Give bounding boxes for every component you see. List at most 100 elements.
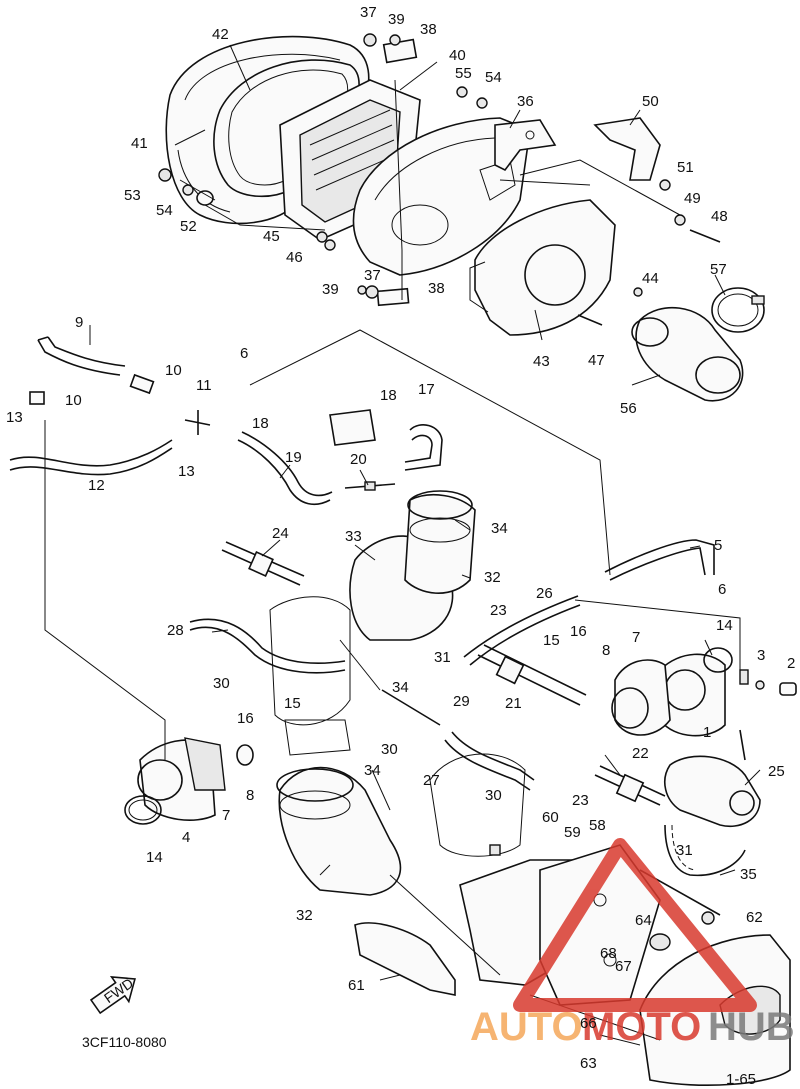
callout-18a: 18 [380,387,397,404]
grommet-64 [649,933,671,951]
callout-51: 51 [677,159,694,176]
callout-38a: 38 [420,21,437,38]
pipe-22 [594,765,666,806]
callout-24: 24 [272,525,289,542]
callout-37b: 37 [364,267,381,284]
callout-13b: 13 [178,463,195,480]
pipe-21 [477,644,587,706]
air-duct-cover-43 [469,199,616,336]
callout-14a: 14 [146,849,163,866]
callout-5: 5 [714,537,722,554]
callout-48: 48 [711,208,728,225]
callout-52: 52 [180,218,197,235]
callout-27: 27 [423,772,440,789]
callout-10b: 10 [165,362,182,379]
callout-25: 25 [768,763,785,780]
callout-6b: 6 [718,581,726,598]
callout-50: 50 [642,93,659,110]
callout-34a: 34 [491,520,508,537]
callout-42: 42 [212,26,229,43]
hose-26 [463,595,581,666]
cable-35 [664,824,746,877]
callout-20: 20 [350,451,367,468]
callout-31a: 31 [434,649,451,666]
assembly-lines [44,79,741,1041]
callout-45: 45 [263,228,280,245]
callout-29: 29 [453,693,470,710]
callout-17: 17 [418,381,435,398]
joint-32-bottom [276,766,402,896]
callout-68: 68 [600,945,617,962]
intake-joint-56 [631,306,744,402]
callout-39a: 39 [388,11,405,28]
plate-61 [354,922,456,996]
callout-62: 62 [746,909,763,926]
callout-41: 41 [131,135,148,152]
hose-12 [9,439,173,476]
callout-16a: 16 [237,710,254,727]
callout-3: 3 [757,647,765,664]
callout-23a: 23 [490,602,507,619]
callout-46: 46 [286,249,303,266]
callout-9: 9 [75,314,83,331]
callout-38b: 38 [428,280,445,297]
callout-32b: 32 [296,907,313,924]
callout-40: 40 [449,47,466,64]
hose-clamp-57 [711,287,765,333]
callout-4: 4 [182,829,190,846]
callout-39b: 39 [322,281,339,298]
callout-43: 43 [533,353,550,370]
callout-34b: 34 [392,679,409,696]
leader-lines [89,44,761,1046]
watermark-text-1: AUTO [470,1005,583,1049]
callout-13a: 13 [6,409,23,426]
callout-12: 12 [88,477,105,494]
callout-30a: 30 [213,675,230,692]
hose-19 [237,431,333,506]
callout-19: 19 [285,449,302,466]
callout-2: 2 [787,655,795,672]
callout-11: 11 [196,377,212,394]
hose-28 [189,618,346,674]
bracket-50 [593,117,661,181]
callout-35: 35 [740,866,757,883]
callout-7a: 7 [222,807,230,824]
part-25 [664,729,761,827]
callout-44: 44 [642,270,659,287]
carburetor-outline-upper [269,596,351,756]
pipe-24 [221,541,305,586]
callout-34c: 34 [364,762,381,779]
hose-17 [404,424,443,471]
callout-1: 1 [703,724,711,741]
joint-32-top [404,490,476,594]
t-joint-11 [184,410,211,435]
carb-joint-1 [659,653,726,737]
o-ring-14-right [703,647,733,673]
nut-8-left [236,744,254,766]
callout-55: 55 [455,65,472,82]
callout-21: 21 [505,695,522,712]
cap-2 [779,682,797,696]
o-ring-14-left [124,795,162,825]
watermark-text-3: HUB [708,1005,795,1049]
bracket-38-bottom [376,287,410,307]
callout-14b: 14 [716,617,733,634]
bracket-38-top [382,38,418,64]
callout-53: 53 [124,187,141,204]
callout-49: 49 [684,190,701,207]
callout-63: 63 [580,1055,597,1072]
callout-58: 58 [589,817,606,834]
case-bracket-36 [494,119,557,172]
flange-7-left [184,737,226,791]
callout-15b: 15 [543,632,560,649]
callout-33: 33 [345,528,362,545]
callout-67: 67 [615,958,632,975]
callout-54b: 54 [485,69,502,86]
flange-7-right [611,659,671,736]
callout-60: 60 [542,809,559,826]
callout-57: 57 [710,261,727,278]
callout-30c: 30 [485,787,502,804]
callout-32a: 32 [484,569,501,586]
canister-18 [329,409,376,446]
